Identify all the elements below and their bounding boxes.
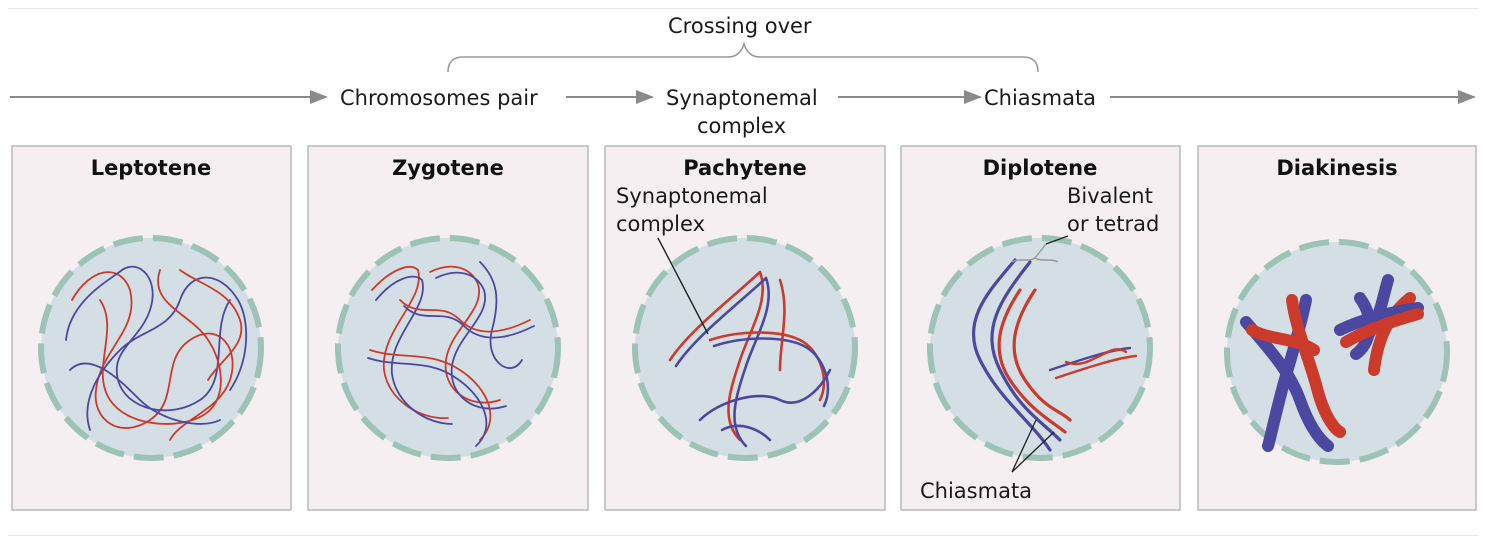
brace-path xyxy=(447,41,1039,73)
chromosomes-pair-label: Chromosomes pair xyxy=(340,86,538,110)
synaptonemal-annotation-line1: Synaptonemal xyxy=(616,184,768,208)
crossing-over-brace: Crossing over xyxy=(447,14,1039,73)
chromosome-threads xyxy=(65,265,248,441)
panel-title: Zygotene xyxy=(392,156,504,180)
synaptonemal-complex-label-line1: Synaptonemal xyxy=(666,86,818,110)
bivalent-annotation-line1: Bivalent xyxy=(1067,184,1153,208)
chiasmata-pointer-2 xyxy=(1011,431,1055,473)
panel-zygotene: Zygotene xyxy=(307,145,589,511)
synaptonemal-annotation-line2: complex xyxy=(616,212,705,236)
panel-title: Diplotene xyxy=(983,156,1098,180)
chiasmata-pointer-1 xyxy=(1011,419,1037,473)
chromosome-bivalents xyxy=(971,258,1138,452)
panel-pachytene: Pachytene Synaptonemal complex xyxy=(604,145,886,511)
chromosome-threads xyxy=(367,261,535,447)
nuclear-envelope xyxy=(632,235,858,461)
chromosome-pairs xyxy=(668,270,832,448)
figure-frame xyxy=(8,8,1478,536)
crossing-over-label: Crossing over xyxy=(668,14,812,38)
panel-diakinesis: Diakinesis xyxy=(1197,145,1477,511)
chiasmata-annotation: Chiasmata xyxy=(920,479,1032,503)
synaptonemal-pointer xyxy=(657,237,709,335)
panel-leptotene: Leptotene xyxy=(11,145,292,511)
bivalent-pointer xyxy=(1045,235,1069,245)
panel-title: Pachytene xyxy=(683,156,807,180)
panel-title: Leptotene xyxy=(91,156,212,180)
panel-title: Diakinesis xyxy=(1276,156,1397,180)
nucleus xyxy=(930,238,1150,458)
nuclear-envelope xyxy=(927,235,1153,461)
bivalent-annotation-line2: or tetrad xyxy=(1067,212,1159,236)
condensed-chromosomes xyxy=(1240,274,1424,452)
panel-diplotene: Diplotene Bivalent or tetrad Chiasmata xyxy=(900,145,1181,511)
nucleus xyxy=(338,238,558,458)
nuclear-envelope xyxy=(1224,239,1450,465)
bivalent-bracket xyxy=(1011,243,1059,263)
synaptonemal-complex-label-line2: complex xyxy=(697,114,786,138)
timeline: Chromosomes pair Synaptonemal complex Ch… xyxy=(10,86,1476,138)
nuclear-envelope xyxy=(38,235,264,461)
chiasmata-label: Chiasmata xyxy=(984,86,1096,110)
nuclear-envelope xyxy=(335,235,561,461)
